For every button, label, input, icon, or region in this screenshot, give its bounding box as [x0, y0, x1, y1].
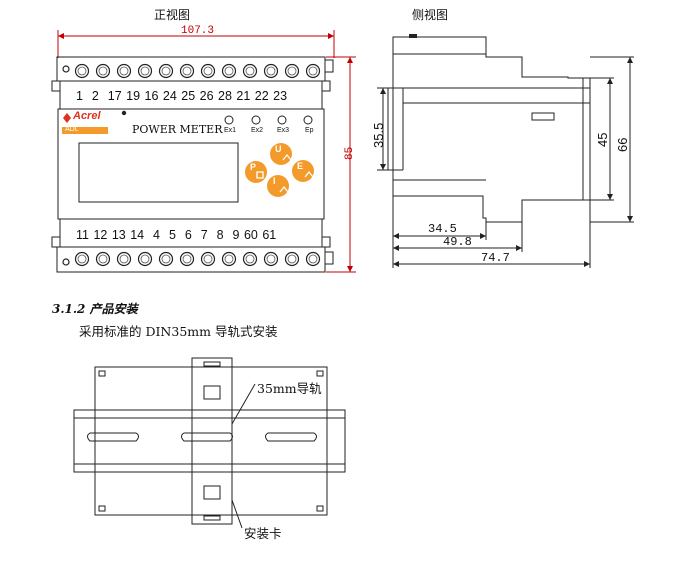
- bottom-terminal-numbers: 11 12 13 14 4 5 6 7 8 9 60 61: [76, 228, 277, 242]
- button-p-label: P: [250, 162, 257, 172]
- button-i-label: I: [273, 176, 276, 186]
- model-badge: ADL: [65, 126, 79, 133]
- front-view-drawing: [51, 30, 356, 273]
- clip-label: 安装卡: [244, 526, 282, 541]
- led-label-ep: Ep: [305, 127, 314, 134]
- button-e-label: E: [297, 161, 304, 171]
- front-height-dim: 85: [344, 146, 356, 160]
- side-dim-49-8: 49.8: [443, 235, 472, 249]
- side-view-drawing: [377, 34, 634, 268]
- side-dim-34-5: 34.5: [428, 222, 457, 236]
- button-u-label: U: [275, 144, 282, 154]
- rail-label: 35mm导轨: [257, 381, 322, 396]
- front-width-dim: 107.3: [181, 25, 215, 37]
- button-e-shape: [292, 160, 314, 182]
- led-label-ex2: Ex2: [251, 127, 264, 134]
- led-label-ex1: Ex1: [224, 127, 237, 134]
- section-number: 3.1.2: [52, 302, 86, 316]
- side-dim-35-5: 35.5: [371, 122, 386, 148]
- section-title: 产品安装: [89, 302, 138, 316]
- side-dim-66: 66: [615, 137, 630, 152]
- install-diagram: [73, 357, 346, 529]
- side-dim-45: 45: [595, 132, 610, 147]
- section-text: 采用标准的 DIN35mm 导轨式安装: [79, 324, 278, 339]
- led-label-ex3: Ex3: [277, 127, 290, 134]
- brand-logo: Acrel: [73, 110, 101, 122]
- top-terminal-numbers: 1 2 17 19 16 24 25 26 28 21 22 23: [76, 89, 288, 103]
- button-u-shape: [270, 143, 292, 165]
- product-name: POWER METER: [132, 123, 223, 136]
- side-dim-74-7: 74.7: [481, 251, 510, 265]
- side-view-title: 侧视图: [412, 8, 449, 22]
- section-heading: 3.1.2 产品安装: [52, 300, 138, 317]
- front-view-title: 正视图: [154, 8, 191, 22]
- button-i-shape: [267, 175, 289, 197]
